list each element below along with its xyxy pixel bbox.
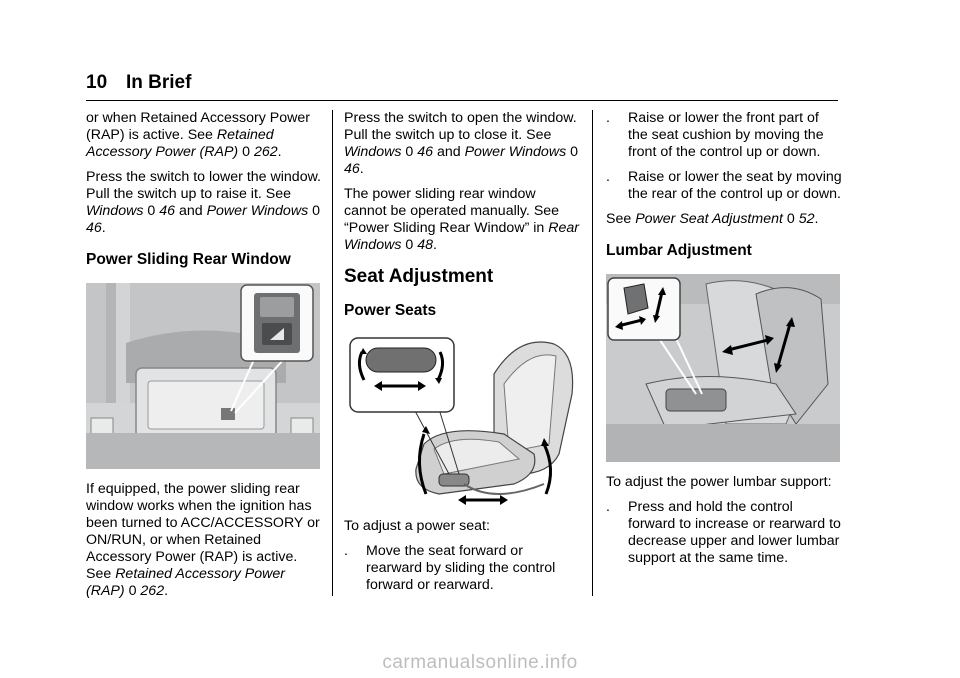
ref-arrow-icon: 0 [570,144,579,160]
paragraph: If equipped, the power sliding rear wind… [86,481,320,565]
ref-arrow-icon: 0 [405,144,414,160]
list-item: . Move the seat forward or rearward by s… [344,543,556,593]
rear-window-switch-illustration [86,283,320,469]
bullet-icon: . [606,169,610,185]
column-1: or when Retained Accessory Power (RAP) i… [86,110,322,608]
bullet-icon: . [606,499,610,515]
ref-arrow-icon: 0 [405,237,414,253]
page-ref[interactable]: 46 [86,220,102,236]
ref-arrow-icon: 0 [128,583,137,599]
paragraph: Press the switch to lower the window. Pu… [86,169,321,236]
bullet-icon: . [344,543,348,559]
page-ref[interactable]: 46 [344,161,360,177]
watermark: carmanualsonline.info [382,652,578,673]
ref-arrow-icon: 0 [312,203,321,219]
paragraph: The power sliding rear window cannot be … [344,186,579,253]
page-ref[interactable]: 52 [798,211,815,227]
cross-reference-link[interactable]: Retained Accessory Power (RAP) [86,127,274,160]
ref-arrow-icon: 0 [242,144,250,160]
page-ref[interactable]: 46 [417,144,434,160]
paragraph: See Power Seat Adjustment 0 52. [606,211,819,227]
power-seat-illustration [344,334,578,506]
page-header: 10 In Brief [86,70,838,101]
page-ref[interactable]: 262 [253,144,278,160]
section-heading: Lumbar Adjustment [606,242,752,259]
page-ref[interactable]: 46 [159,203,176,219]
list-item: . Press and hold the control forward to … [606,499,841,566]
cross-reference-link[interactable]: Power Windows [206,203,309,219]
cross-reference-link[interactable]: Windows [86,203,144,219]
cross-reference-link[interactable]: Power Seat Adjustment [635,211,783,227]
list-item: . Raise or lower the front part of the s… [606,110,824,160]
column-divider [592,110,593,596]
page-ref[interactable]: 262 [140,583,165,599]
lumbar-adjustment-illustration [606,274,840,462]
section-title: Seat Adjustment [344,266,494,287]
page-number: 10 [86,72,108,93]
paragraph: See Retained Accessory Power (RAP) 0 262… [86,566,285,599]
paragraph: or when Retained Accessory Power (RAP) i… [86,110,310,160]
column-3: . Raise or lower the front part of the s… [606,110,842,575]
cross-reference-link[interactable]: Power Windows [464,144,567,160]
column-2: Press the switch to open the window. Pul… [344,110,580,602]
page-title: In Brief [126,72,192,93]
paragraph: To adjust the power lumbar support: [606,474,832,490]
bullet-icon: . [606,110,610,126]
ref-arrow-icon: 0 [786,211,795,227]
section-heading: Power Sliding Rear Window [86,251,291,268]
column-divider [332,110,333,596]
section-heading: Power Seats [344,302,437,319]
ref-arrow-icon: 0 [147,203,156,219]
cross-reference-link[interactable]: Windows [344,144,402,160]
page-ref[interactable]: 48 [417,237,434,253]
paragraph: Press the switch to open the window. Pul… [344,110,579,177]
cross-reference-link[interactable]: Retained Accessory Power (RAP) [86,566,285,599]
paragraph: To adjust a power seat: [344,518,490,534]
cross-reference-link[interactable]: Rear Windows [344,220,579,253]
list-item: . Raise or lower the seat by moving the … [606,169,842,202]
